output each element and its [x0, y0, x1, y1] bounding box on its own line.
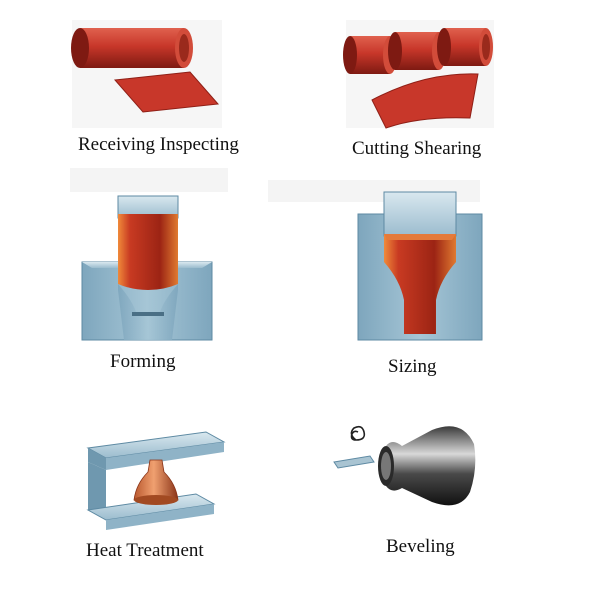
reducer-workpiece-icon: [133, 459, 179, 501]
step-label-cutting-shearing: Cutting Shearing: [352, 138, 482, 159]
heat-treatment-illustration: [86, 431, 226, 530]
receiving-inspecting-illustration: [71, 20, 222, 128]
step-label-forming: Forming: [110, 351, 176, 372]
step-label-beveling: Beveling: [386, 536, 455, 557]
steel-reducer-icon: [386, 426, 476, 506]
step-label-receiving-inspecting: Receiving Inspecting: [78, 134, 239, 155]
chip-swirl-icon: [350, 425, 366, 441]
forming-illustration: [70, 168, 228, 341]
step-label-heat-treatment: Heat Treatment: [86, 540, 204, 561]
sizing-illustration: [268, 180, 483, 341]
curved-blank-icon: [371, 73, 479, 129]
plate-icon: [113, 71, 220, 113]
pipe-icon: [80, 28, 184, 68]
cutting-shearing-illustration: [343, 20, 494, 129]
step-label-sizing: Sizing: [388, 356, 437, 377]
beveling-illustration: [333, 425, 476, 506]
cutting-tool-icon: [333, 455, 375, 469]
